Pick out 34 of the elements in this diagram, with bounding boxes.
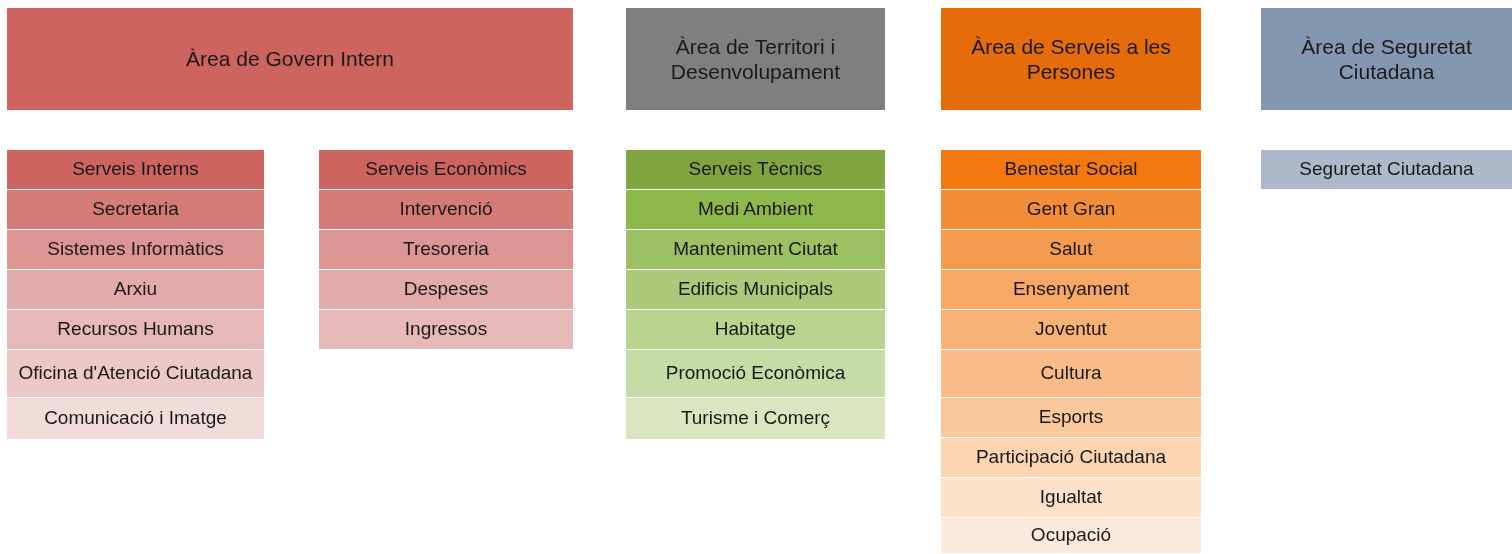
area-header: Àrea de Territori i Desenvolupament [626,8,885,110]
department-box: Esports [941,398,1201,438]
department-box: Seguretat Ciutadana [1261,150,1512,190]
department-box: Ensenyament [941,270,1201,310]
department-box: Arxiu [7,270,264,310]
department-box: Serveis Interns [7,150,264,190]
department-box: Promoció Econòmica [626,350,885,398]
department-box: Comunicació i Imatge [7,398,264,440]
department-box: Serveis Econòmics [319,150,573,190]
department-box: Recursos Humans [7,310,264,350]
department-box: Manteniment Ciutat [626,230,885,270]
department-box: Ocupació [941,518,1201,554]
department-box: Tresoreria [319,230,573,270]
department-box: Gent Gran [941,190,1201,230]
department-box: Despeses [319,270,573,310]
department-box: Salut [941,230,1201,270]
department-box: Oficina d'Atenció Ciutadana [7,350,264,398]
area-header: Àrea de Govern Intern [7,8,573,110]
department-box: Medi Ambient [626,190,885,230]
department-box: Edificis Municipals [626,270,885,310]
department-box: Joventut [941,310,1201,350]
department-box: Sistemes Informàtics [7,230,264,270]
area-header: Àrea de Seguretat Ciutadana [1261,8,1512,110]
department-box: Ingressos [319,310,573,350]
department-box: Habitatge [626,310,885,350]
department-box: Secretaria [7,190,264,230]
department-box: Intervenció [319,190,573,230]
department-box: Turisme i Comerç [626,398,885,440]
department-box: Serveis Tècnics [626,150,885,190]
area-header: Àrea de Serveis a les Persones [941,8,1201,110]
department-box: Cultura [941,350,1201,398]
department-box: Igualtat [941,478,1201,518]
department-box: Participació Ciutadana [941,438,1201,478]
department-box: Benestar Social [941,150,1201,190]
